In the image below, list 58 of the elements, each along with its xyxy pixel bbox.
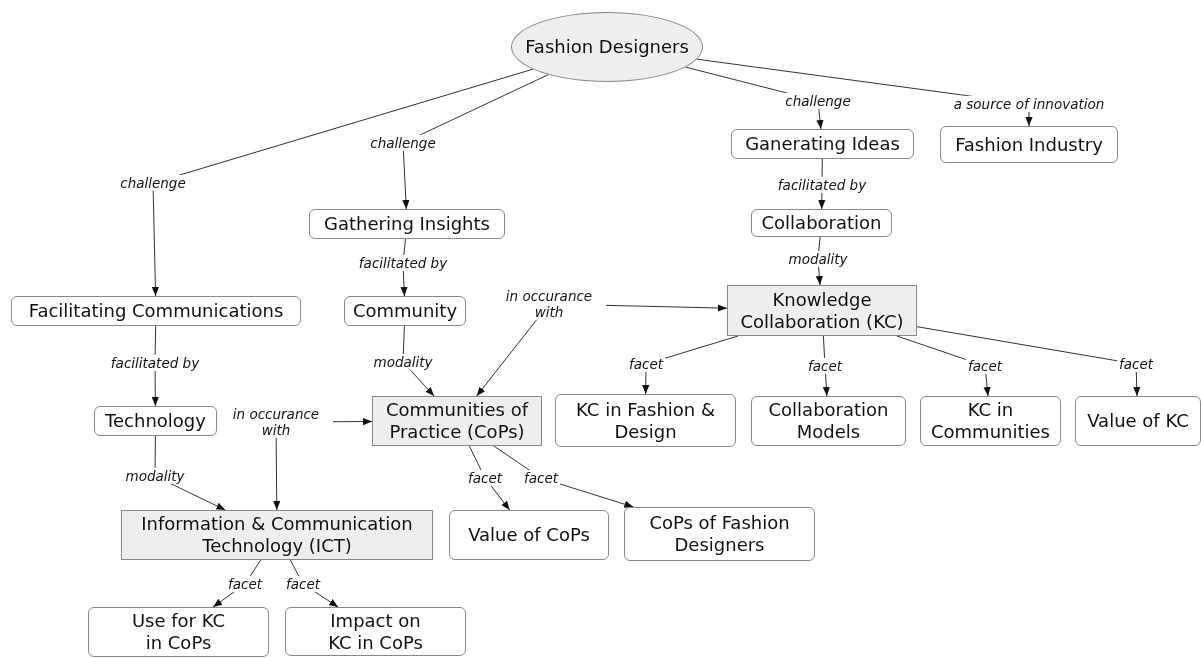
- concept-text: Value of CoPs: [468, 524, 590, 546]
- edge-label: modality: [123, 467, 187, 485]
- concept-text: Fashion Designers: [525, 36, 689, 58]
- concept-box: [344, 296, 466, 326]
- edge-label: facilitated by: [356, 254, 450, 272]
- concept-text: KC in Communities: [930, 399, 1051, 443]
- edge-label: facet: [806, 357, 844, 375]
- edge-label: challenge: [368, 134, 438, 152]
- edge-label: facet: [284, 575, 322, 593]
- concept-box: [1075, 396, 1201, 446]
- concept-text: Facilitating Communications: [28, 300, 284, 322]
- concept-text: Community: [352, 300, 458, 322]
- concept-text: Information & Communication Technology (ICT): [140, 513, 414, 557]
- concept-text: Collaboration: [761, 212, 882, 234]
- concept-box: [751, 396, 906, 446]
- arrow: [916, 326, 1141, 397]
- edge-label: facet: [966, 357, 1004, 375]
- concept-text: CoPs of Fashion Designers: [648, 512, 791, 556]
- concept-text: Technology: [105, 410, 206, 432]
- edge-label: facet: [1117, 355, 1155, 373]
- concept-box: [449, 510, 609, 560]
- edge-label: challenge: [118, 174, 188, 192]
- edge-label: challenge: [783, 92, 853, 110]
- concept-text: Collaboration Models: [767, 399, 890, 443]
- concept-box: [940, 126, 1118, 163]
- concept-box: [727, 285, 917, 336]
- concept-box: [555, 394, 736, 447]
- concept-text: Ganerating Ideas: [745, 133, 900, 155]
- concept-box: [309, 209, 505, 239]
- concept-text: Gathering Insights: [324, 213, 490, 235]
- concept-text: Value of KC: [1087, 410, 1189, 432]
- concept-text: Impact on KC in CoPs: [327, 609, 424, 654]
- edge-label: a source of innovation: [951, 95, 1107, 113]
- concept-text: KC in Fashion & Design: [575, 398, 716, 443]
- concept-text: Fashion Industry: [955, 133, 1103, 156]
- concept-text: Knowledge Collaboration (KC): [739, 288, 905, 333]
- edge-label: facet: [522, 469, 560, 487]
- edge-label: modality: [786, 250, 850, 268]
- edge-label: facilitated by: [108, 354, 202, 372]
- edge-label: facet: [466, 469, 504, 487]
- concept-text: Communities of Practice (CoPs): [384, 399, 530, 443]
- edge-label: facilitated by: [775, 176, 869, 194]
- concept-box: [88, 607, 269, 657]
- concept-box: [624, 507, 815, 561]
- edge-label: facet: [627, 355, 665, 373]
- concept-box: [11, 296, 301, 326]
- arrow: [402, 74, 549, 210]
- arrow: [151, 68, 534, 297]
- concept-box: [920, 396, 1061, 446]
- concept-box: [121, 510, 433, 560]
- edge-label: facet: [226, 575, 264, 593]
- edge-label: modality: [371, 353, 435, 371]
- concept-box: [731, 129, 914, 159]
- concept-text: Use for KC in CoPs: [130, 610, 227, 654]
- concept-box: [285, 607, 466, 656]
- concept-box: [751, 209, 892, 237]
- concept-box: [94, 406, 217, 436]
- concept-box: [372, 396, 542, 446]
